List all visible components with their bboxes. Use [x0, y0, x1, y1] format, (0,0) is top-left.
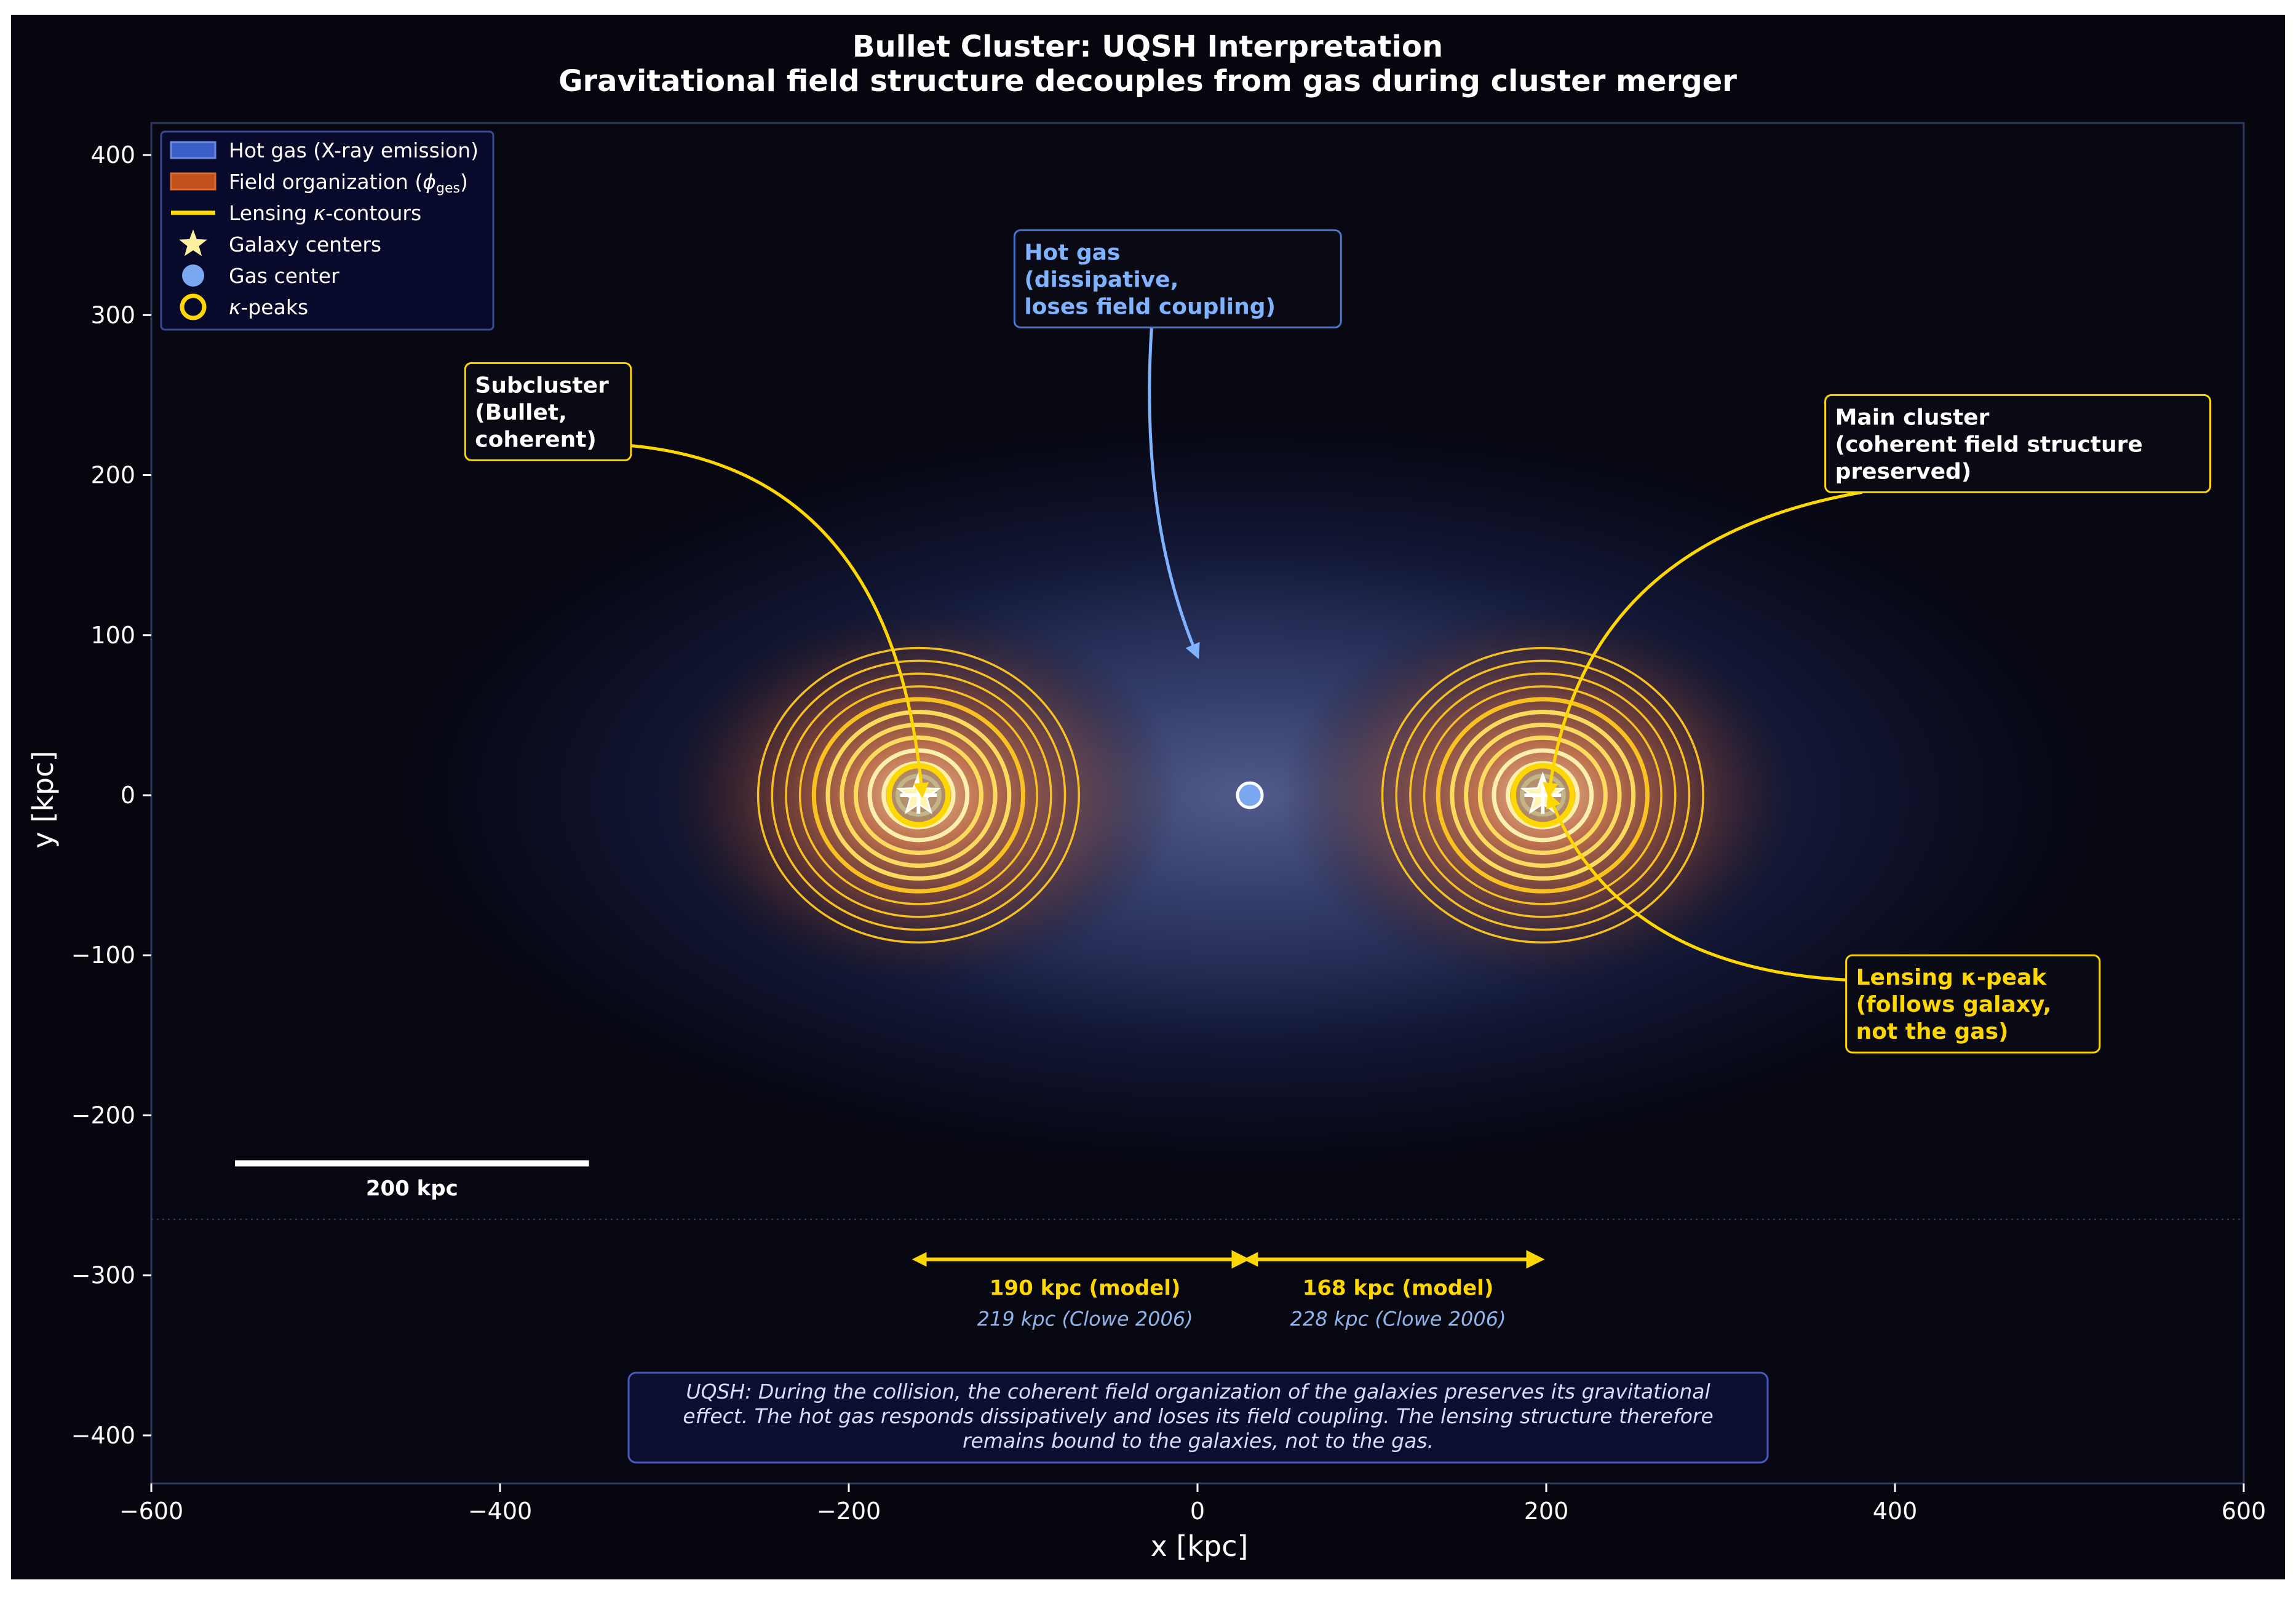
- legend-label: Field organization (ϕges): [229, 170, 468, 196]
- legend-box: [160, 130, 495, 331]
- y-axis-label: y [kpc]: [26, 751, 60, 849]
- x-tick-label: 200: [1524, 1498, 1569, 1525]
- x-tick-label: 400: [1873, 1498, 1918, 1525]
- gas-center: [1236, 781, 1264, 809]
- kappa-contour-2-9: [1409, 672, 1677, 918]
- legend-label: Hot gas (X-ray emission): [229, 138, 479, 162]
- annotation-arrow-4: [1546, 792, 1846, 982]
- kappa-contour-1-7: [811, 697, 1026, 894]
- x-tick-label: 0: [1190, 1498, 1205, 1525]
- annotation-text-3: Main cluster: [1835, 405, 1990, 430]
- x-axis-label: x [kpc]: [1151, 1530, 1249, 1563]
- kappa-contour-2-7: [1436, 697, 1650, 894]
- annotation-box-2: [464, 362, 632, 461]
- kappa-contour-2-11: [1381, 646, 1704, 944]
- legend-swatch: [179, 229, 207, 256]
- kappa-contour-2-4: [1477, 735, 1608, 856]
- legend-label: κ-peaks: [229, 295, 308, 319]
- note-box: [627, 1372, 1769, 1464]
- kappa-contour-2-3: [1492, 748, 1594, 843]
- y-tick-label: 400: [90, 141, 135, 169]
- legend-label: Gas center: [229, 264, 340, 288]
- annotation-box-1: [1013, 229, 1342, 328]
- annotation-text-1: loses field coupling): [1024, 294, 1276, 319]
- annotation-text-4: (follows galaxy,: [1856, 992, 2052, 1017]
- x-tick-label: −400: [468, 1498, 532, 1525]
- axes: −600 −400 −200 0 200 400 600 −400 −300 −200 −100 0 1…: [71, 141, 2266, 1525]
- annotation-text-1: (dissipative,: [1024, 267, 1178, 292]
- annotation-text-3: preserved): [1835, 459, 1972, 484]
- y-tick-label: 300: [90, 301, 135, 328]
- kappa-contour-1-11: [757, 646, 1080, 944]
- kappa-contour-2-6: [1450, 710, 1636, 881]
- chart-title: Bullet Cluster: UQSH Interpretation: [852, 30, 1443, 64]
- note-text: UQSH: During the collision, the coherent…: [686, 1380, 1710, 1404]
- annotation-box-4: [1845, 954, 2101, 1054]
- x-tick-label: 600: [2222, 1498, 2266, 1525]
- x-tick-label: −600: [119, 1498, 183, 1525]
- annotation-arrow-3: [1543, 490, 1863, 798]
- note-text: effect. The hot gas responds dissipative…: [683, 1404, 1714, 1428]
- legend-swatch: [182, 264, 204, 287]
- legend-label: Lensing κ-contours: [229, 201, 421, 225]
- y-tick-label: 0: [121, 782, 135, 809]
- y-tick-label: −200: [71, 1102, 135, 1129]
- legend-label: Galaxy centers: [229, 232, 381, 256]
- annotation-text-2: coherent): [475, 427, 597, 452]
- kappa-contour-1-5: [840, 722, 998, 868]
- chart-subtitle: Gravitational field structure decouples …: [558, 64, 1737, 98]
- y-tick-label: −400: [71, 1422, 135, 1449]
- annotation-text-3: (coherent field structure: [1835, 432, 2143, 457]
- separation-label-2: 168 kpc (model): [1303, 1276, 1494, 1301]
- annotation-text-4: not the gas): [1856, 1019, 2009, 1044]
- annotation-arrow-1: [1148, 327, 1200, 659]
- annotation-text-4: Lensing κ-peak: [1856, 965, 2048, 990]
- kappa-contour-2-8: [1423, 685, 1662, 905]
- y-tick-label: 100: [90, 622, 135, 649]
- x-tick-label: −200: [817, 1498, 881, 1525]
- annotation-text-2: Subcluster: [475, 373, 609, 398]
- separation-label-1: 190 kpc (model): [990, 1276, 1181, 1301]
- annotation-box-3: [1824, 394, 2212, 493]
- legend-swatch: [180, 293, 207, 320]
- legend-swatch: [170, 172, 216, 191]
- kappa-contour-1-10: [771, 659, 1067, 931]
- separation-sublabel-1: 219 kpc (Clowe 2006): [977, 1308, 1193, 1331]
- annotation-text-1: Hot gas: [1024, 240, 1120, 265]
- separation-sublabel-2: 228 kpc (Clowe 2006): [1290, 1308, 1506, 1331]
- kappa-contour-1-9: [785, 672, 1052, 918]
- y-tick-label: −300: [71, 1262, 135, 1289]
- legend: Hot gas (X-ray emission) Field organizati…: [160, 130, 495, 331]
- annotation-arrow-2: [630, 444, 929, 798]
- kappa-contour-1-8: [798, 685, 1038, 905]
- y-tick-label: 200: [90, 462, 135, 489]
- kappa-contour-1-4: [853, 735, 983, 856]
- kappa-contour-1-6: [825, 710, 1012, 881]
- annotation-text-2: (Bullet,: [475, 400, 567, 425]
- annotations: Hot gas(dissipative,loses field coupling…: [151, 229, 2244, 1464]
- scale-bar-label: 200 kpc: [366, 1177, 458, 1201]
- kappa-contour-2-10: [1395, 659, 1691, 931]
- kappa-contour-2-5: [1464, 722, 1622, 868]
- y-tick-label: −100: [71, 942, 135, 969]
- legend-swatch: [170, 141, 216, 159]
- note-text: remains bound to the galaxies, not to th…: [963, 1429, 1434, 1453]
